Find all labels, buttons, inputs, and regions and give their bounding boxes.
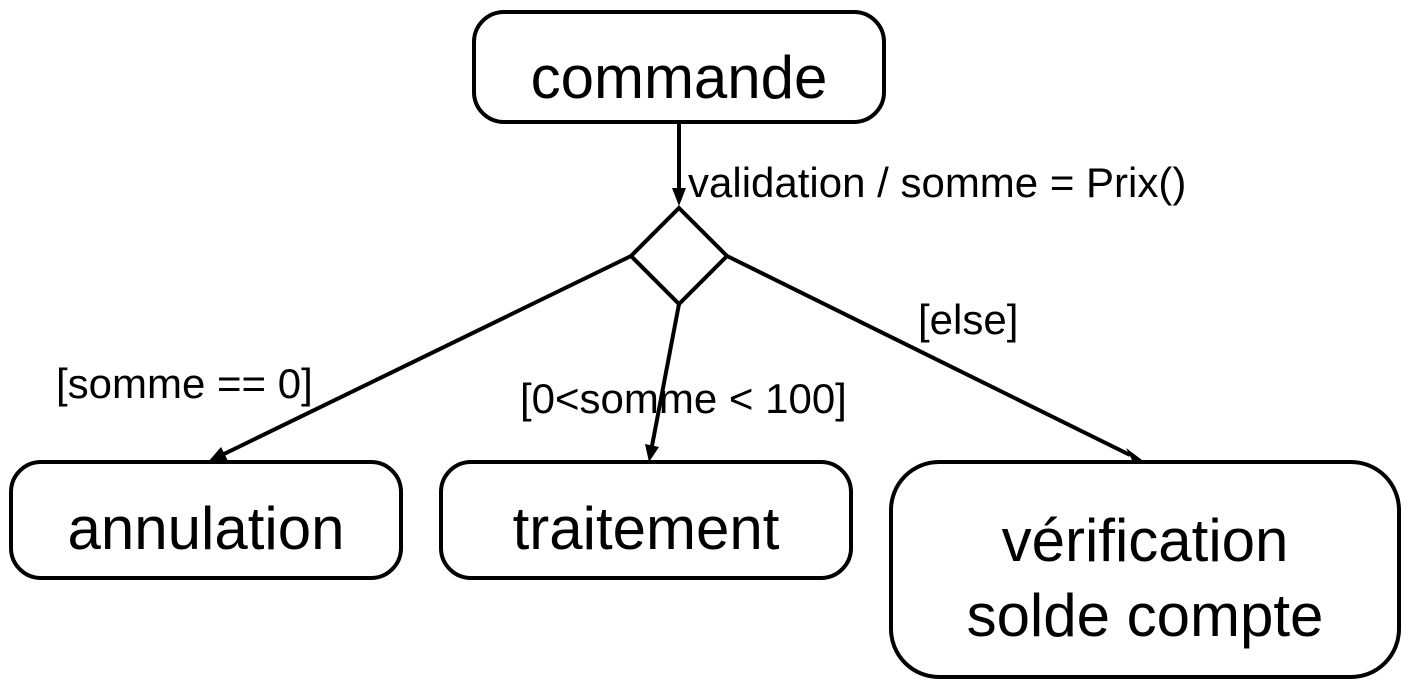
state-verification-solde-compte: vérification solde compte (889, 460, 1401, 679)
arrowhead-verification (1126, 448, 1146, 463)
edge-decision-to-traitement (645, 303, 681, 462)
edge-verification-line (726, 254, 1131, 457)
state-verification-box (889, 460, 1401, 679)
state-annulation-label: annulation (68, 495, 345, 562)
edge-decision-to-annulation (208, 254, 632, 462)
edge-decision-to-verification (726, 254, 1146, 463)
state-traitement: traitement (439, 460, 853, 580)
arrowhead-traitement (645, 444, 659, 462)
guard-else-label: [else] (918, 296, 1018, 343)
state-traitement-box (439, 460, 853, 580)
guard-range-label: [0<somme < 100] (520, 375, 847, 422)
state-commande: commande (472, 10, 886, 124)
state-traitement-label: traitement (513, 495, 780, 562)
state-commande-label: commande (531, 44, 828, 111)
edge-annulation-line (223, 254, 632, 456)
transition-validation-label: validation / somme = Prix() (688, 159, 1186, 206)
arrowhead-decision (672, 188, 686, 206)
state-verification-label-line2: solde compte (967, 582, 1324, 649)
decision-diamond (628, 205, 730, 307)
edge-commande-to-decision (672, 122, 686, 206)
state-verification-label-line1: vérification (1002, 507, 1289, 574)
state-annulation: annulation (9, 460, 403, 580)
guard-zero-label: [somme == 0] (56, 360, 313, 407)
edge-traitement-line (650, 303, 681, 447)
state-annulation-box (9, 460, 403, 580)
arrowhead-annulation (208, 447, 228, 462)
